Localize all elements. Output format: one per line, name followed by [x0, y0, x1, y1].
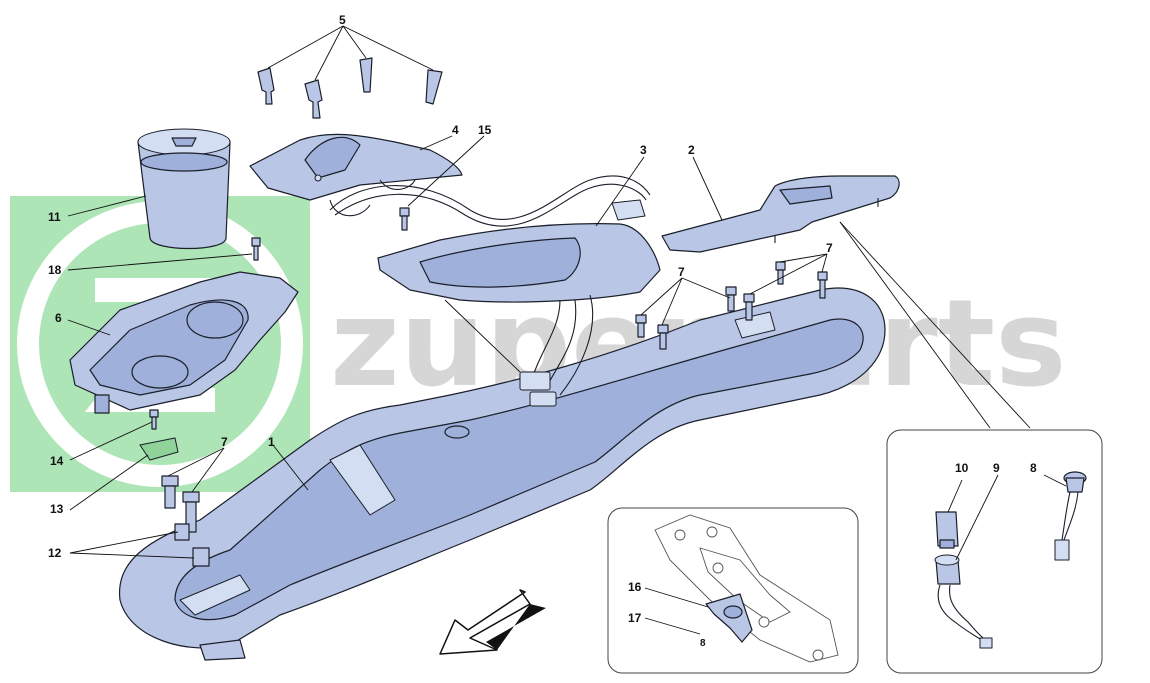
part-4-trim-panel — [249, 133, 463, 217]
callout-1: 1 — [268, 435, 275, 449]
callout-11: 11 — [48, 210, 61, 224]
callout-16: 16 — [628, 580, 642, 594]
callout-14: 14 — [50, 454, 64, 468]
part-1-console-body — [118, 287, 886, 661]
callout-4: 4 — [452, 123, 459, 137]
callout-9: 9 — [993, 461, 1000, 475]
front-direction-arrow-icon — [439, 589, 546, 655]
inset-switch-detail — [886, 429, 1103, 674]
callout-8: 8 — [1030, 461, 1037, 475]
callout-15: 15 — [478, 123, 492, 137]
callout-7-center: 7 — [678, 265, 685, 279]
fasteners — [139, 207, 828, 567]
callout-5: 5 — [339, 13, 346, 27]
callout-2: 2 — [688, 143, 695, 157]
callout-7-left: 7 — [221, 435, 228, 449]
callout-6: 6 — [55, 311, 62, 325]
callout-7-right: 7 — [826, 241, 833, 255]
inset-bracket-label-8: 8 — [700, 638, 706, 649]
callout-13: 13 — [50, 502, 64, 516]
callout-18: 18 — [48, 263, 62, 277]
callout-12: 12 — [48, 546, 62, 560]
leader-lines — [67, 25, 1031, 559]
part-11-cup-insert — [137, 128, 231, 250]
part-3-shifter-bezel — [329, 175, 661, 407]
callout-3: 3 — [640, 143, 647, 157]
inset-bracket-detail: 8 — [607, 507, 859, 674]
callout-17: 17 — [628, 611, 642, 625]
callout-labels: 1 2 3 4 5 6 7 7 7 8 9 10 11 12 13 14 15 … — [48, 13, 1037, 625]
callout-10: 10 — [955, 461, 969, 475]
part-5-push-pins — [257, 57, 443, 119]
part-2-armrest-lid — [661, 175, 900, 253]
part-6-cupholder-tray — [69, 271, 299, 414]
